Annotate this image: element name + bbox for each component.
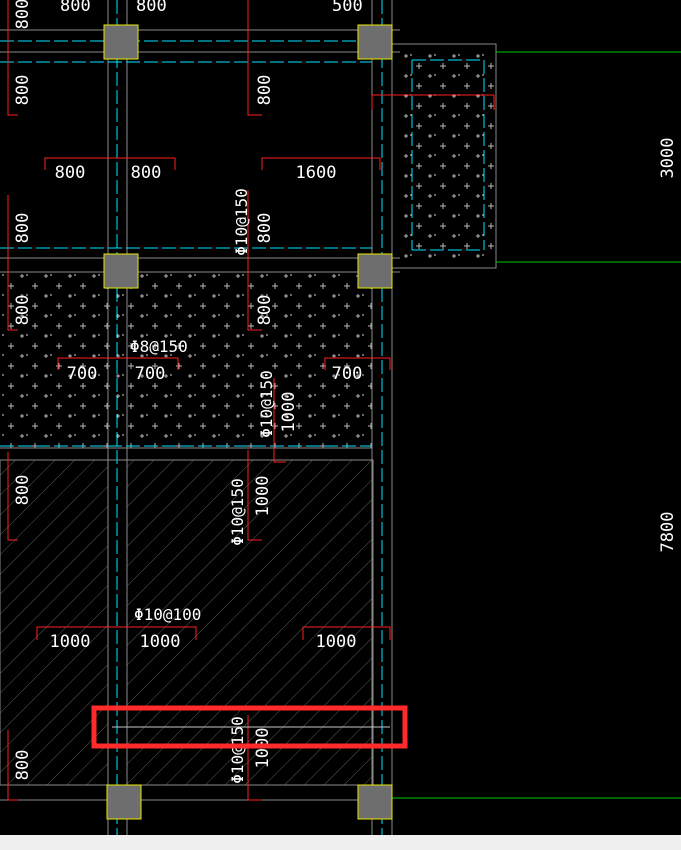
rebar-lines <box>7 0 495 801</box>
rebar-length-label: 800 <box>255 75 275 106</box>
rebar-length-label: 800 <box>13 213 33 244</box>
labels: 800 800 500 800 800 800 800 800 1600 Φ10… <box>13 0 678 784</box>
span-label: 1000 <box>316 632 357 652</box>
rebar-length-label: 800 <box>13 475 33 506</box>
status-bar <box>0 835 681 850</box>
span-label: 1600 <box>296 163 337 183</box>
column[interactable] <box>357 24 393 60</box>
column[interactable] <box>103 253 139 289</box>
dimension-label: 800 <box>60 0 91 16</box>
span-label: 1000 <box>50 632 91 652</box>
span-label: 800 <box>55 163 86 183</box>
rebar-spec-label: Φ10@150 <box>257 370 276 437</box>
rebar-length-label: 800 <box>255 213 275 244</box>
span-label: 700 <box>332 364 363 384</box>
rebar-spec-label: Φ10@150 <box>228 716 247 783</box>
span-label: 800 <box>131 163 162 183</box>
dimension-lines <box>392 51 681 799</box>
rebar-length-label: 1000 <box>279 392 299 433</box>
beam-outlines <box>0 0 497 835</box>
span-label: 700 <box>135 364 166 384</box>
rebar-length-label: 800 <box>13 750 33 781</box>
rebar-spec-label: Φ10@150 <box>228 478 247 545</box>
right-slab-fill <box>398 50 496 260</box>
middle-slab-fill <box>0 272 372 448</box>
lower-right-slab-hatch <box>127 460 373 785</box>
dimension-label: 500 <box>332 0 363 16</box>
dimension-label: 7800 <box>658 512 678 553</box>
lower-left-slab-hatch <box>0 460 108 785</box>
rebar-length-label: 800 <box>13 75 33 106</box>
selection-highlight-box <box>91 705 408 749</box>
column[interactable] <box>103 24 139 60</box>
dimension-label: 3000 <box>658 138 678 179</box>
dimension-label: 800 <box>136 0 167 16</box>
rebar-length-label: 800 <box>13 0 33 29</box>
span-label: 700 <box>67 364 98 384</box>
rebar-length-label: 800 <box>13 295 33 326</box>
axis-lines <box>0 0 485 835</box>
rebar-spec-label: Φ10@100 <box>134 605 201 624</box>
rebar-spec-label: Φ8@150 <box>130 337 188 356</box>
columns <box>103 24 393 820</box>
column[interactable] <box>357 784 393 820</box>
column[interactable] <box>106 784 142 820</box>
rebar-length-label: 1000 <box>253 476 273 517</box>
rebar-length-label: 800 <box>255 295 275 326</box>
span-label: 1000 <box>140 632 181 652</box>
column[interactable] <box>357 253 393 289</box>
rebar-spec-label: Φ10@150 <box>232 188 251 255</box>
